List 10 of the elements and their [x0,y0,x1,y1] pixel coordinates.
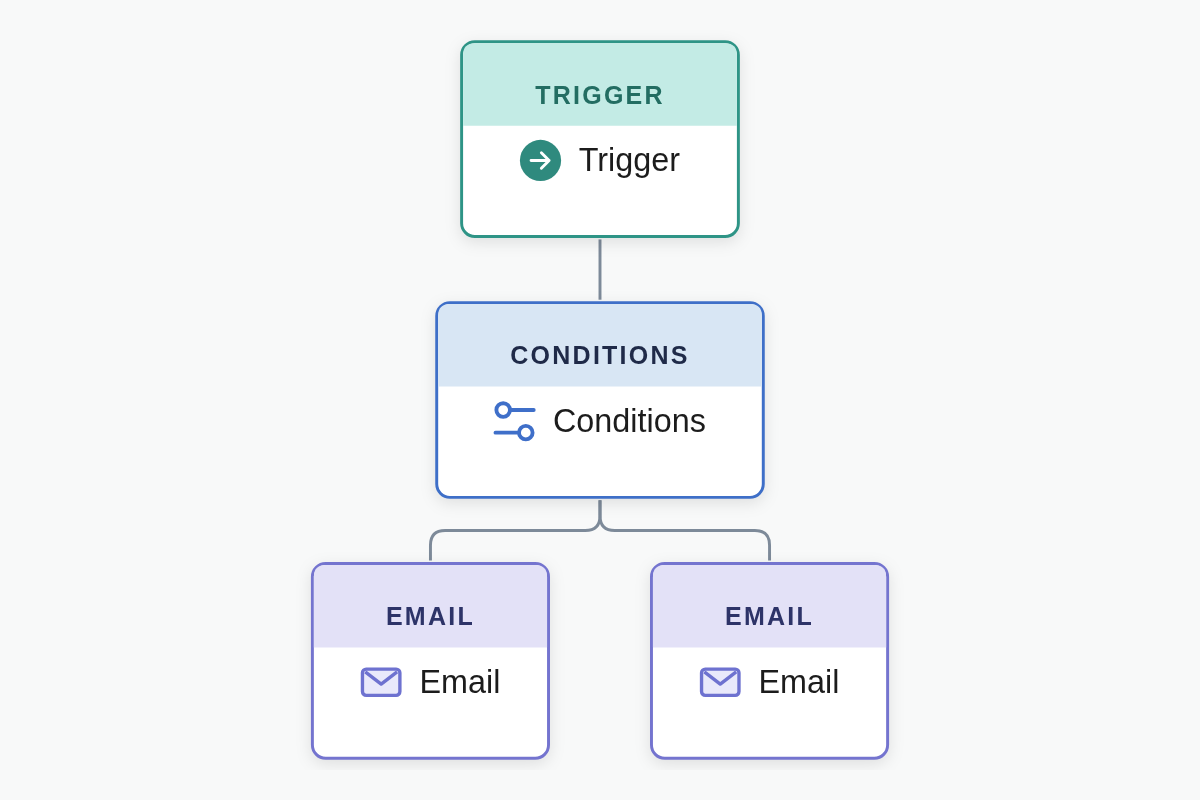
step-heading: EMAIL [725,603,815,632]
step-label: Email [419,663,501,701]
step-heading: CONDITIONS [510,342,690,371]
step-heading: EMAIL [385,603,475,632]
connector-line [598,500,771,561]
step-label: Email [758,663,840,701]
step-label: Conditions [552,402,706,440]
step-label: Trigger [578,142,681,179]
step-heading: TRIGGER [535,81,665,110]
connector-line [598,239,602,300]
